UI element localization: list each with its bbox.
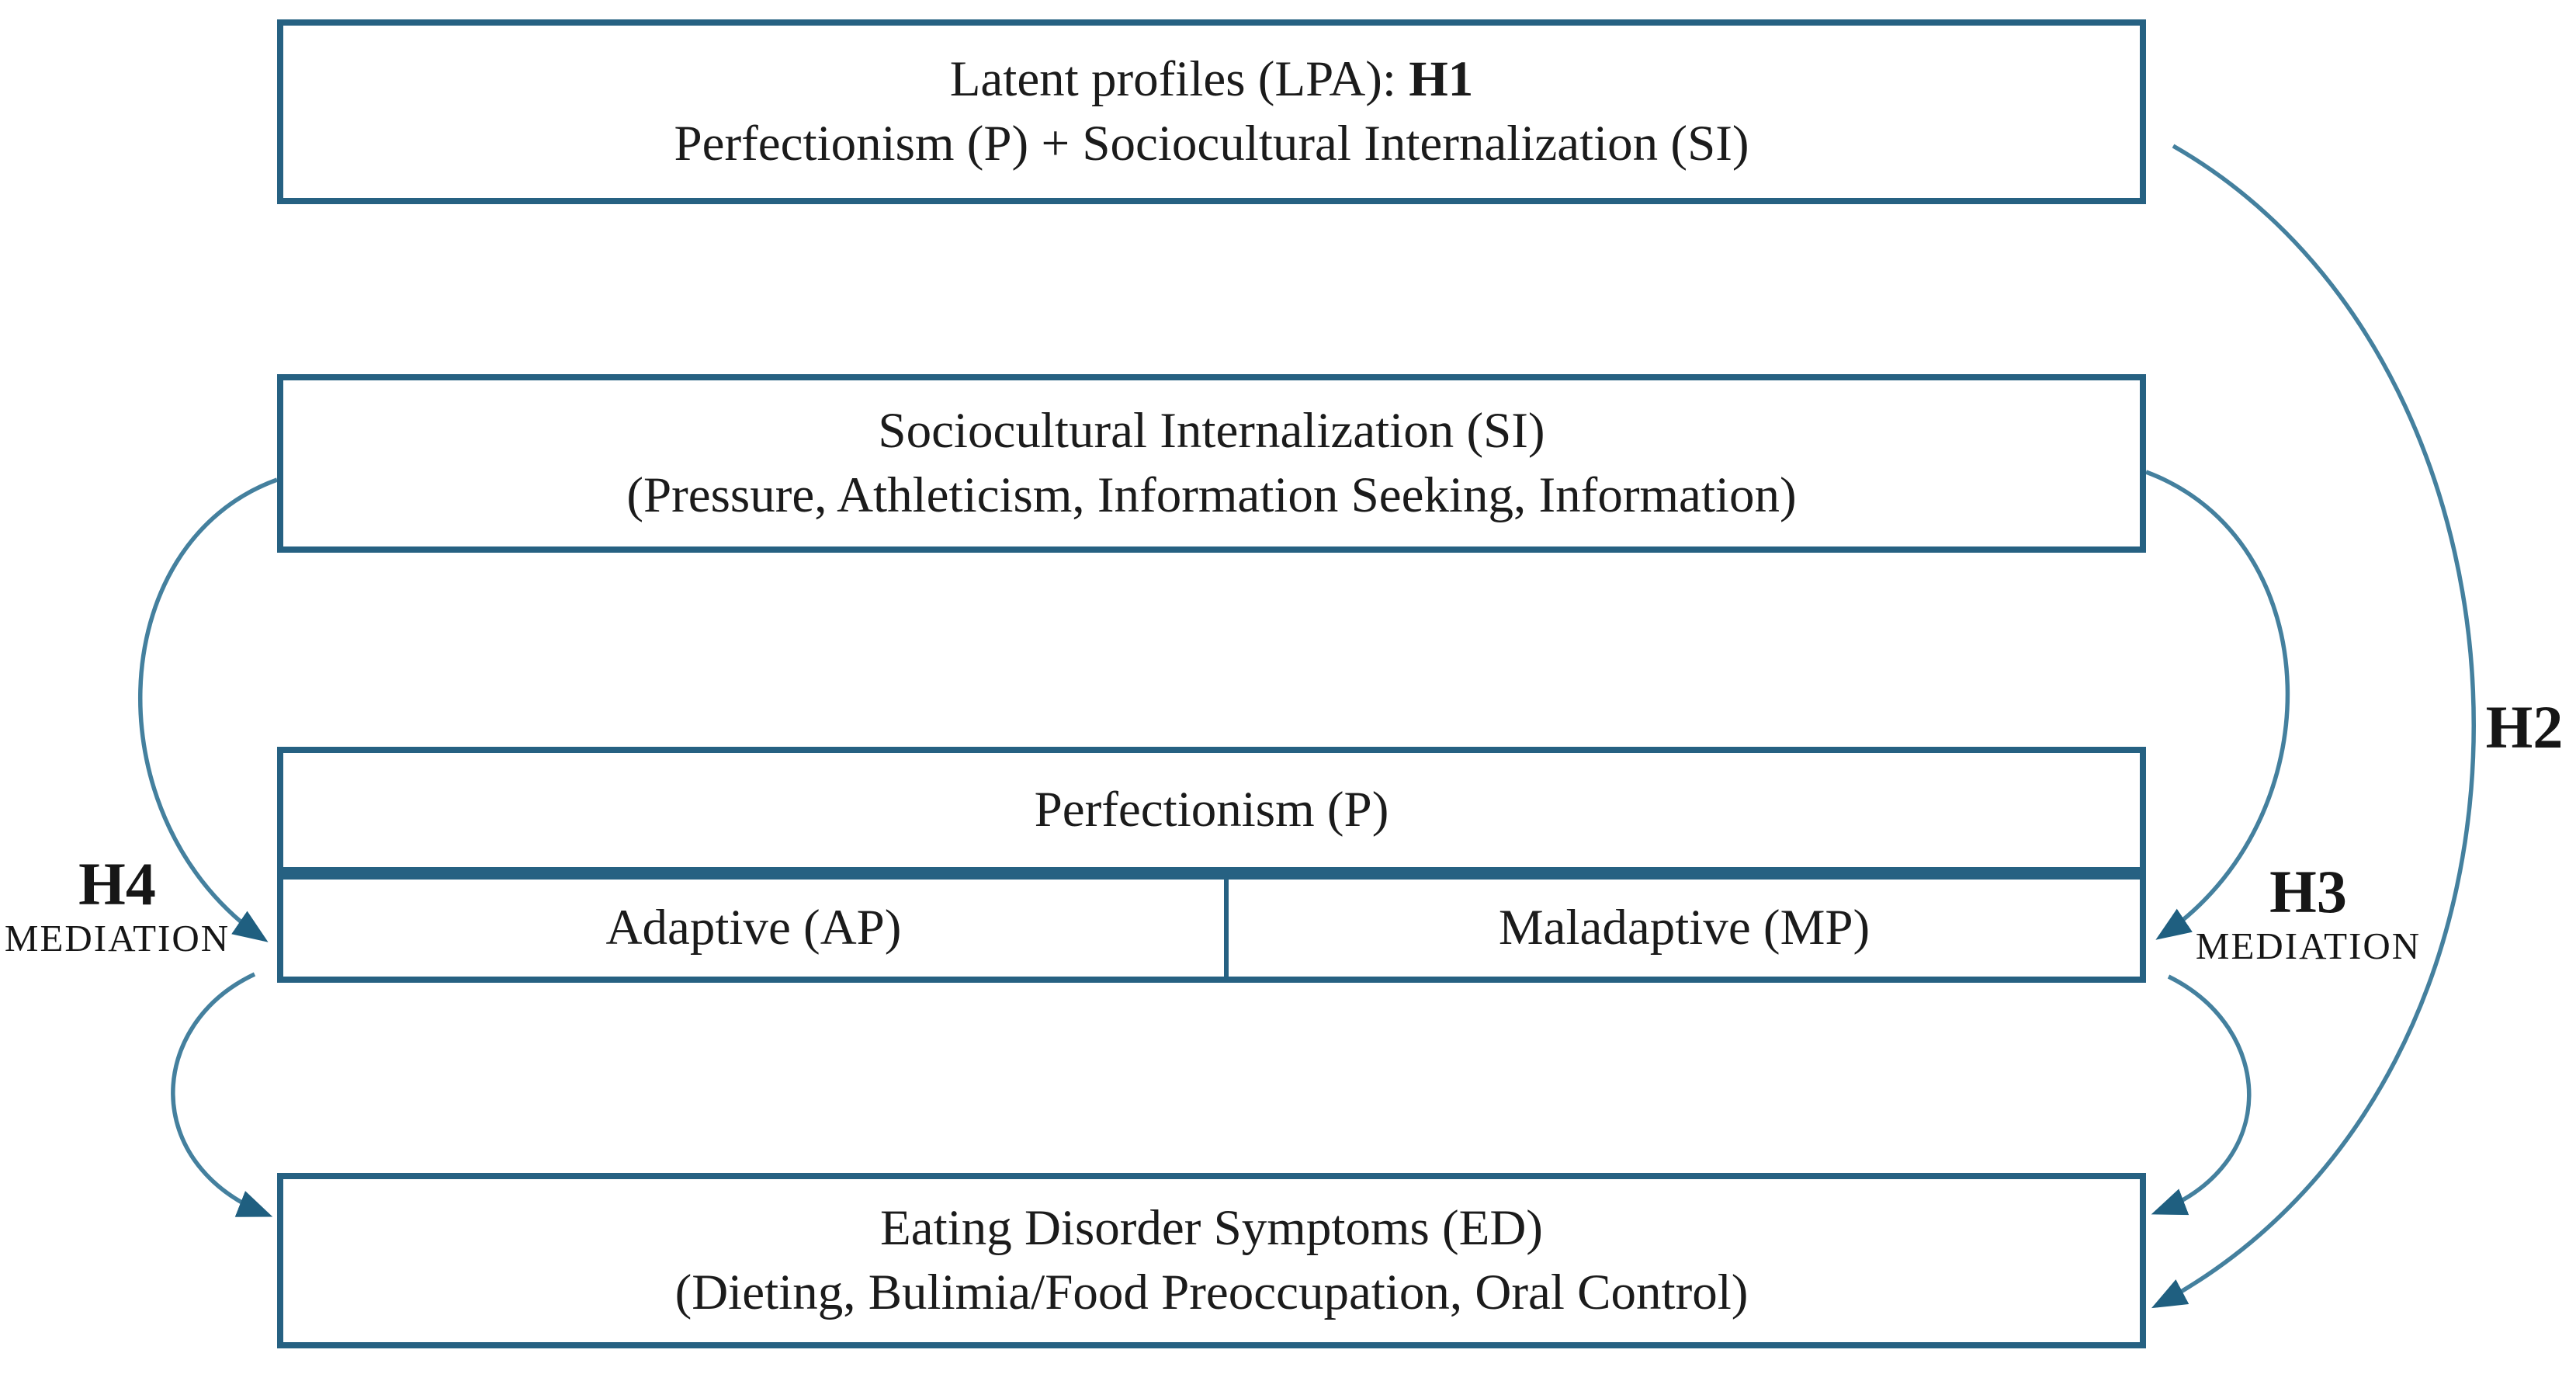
perfectionism-box: Perfectionism (P) Adaptive (AP) Maladapt… bbox=[277, 747, 2146, 983]
h4-hypothesis-text: H4 bbox=[78, 850, 156, 918]
perfectionism-horizontal-divider bbox=[283, 867, 2140, 880]
h1-hypothesis-text: H1 bbox=[1409, 50, 1474, 107]
h4-mediation-text: MEDIATION bbox=[4, 916, 231, 959]
eating-disorder-box: Eating Disorder Symptoms (ED) (Dieting, … bbox=[277, 1173, 2146, 1348]
h2-hypothesis-label: H2 bbox=[2485, 693, 2564, 761]
eating-disorder-line1: Eating Disorder Symptoms (ED) bbox=[880, 1199, 1543, 1256]
h3-lower-mediation-arrow bbox=[2151, 974, 2252, 1216]
latent-profiles-line2: Perfectionism (P) + Sociocultural Intern… bbox=[674, 116, 1749, 172]
adaptive-maladaptive-divider bbox=[1224, 880, 1229, 977]
eating-disorder-line2: (Dieting, Bulimia/Food Preoccupation, Or… bbox=[674, 1265, 1749, 1320]
latent-profiles-line1: Latent profiles (LPA): H1 bbox=[950, 47, 1474, 112]
sociocultural-line2: (Pressure, Athleticism, Information Seek… bbox=[626, 467, 1797, 523]
sociocultural-line1: Sociocultural Internalization (SI) bbox=[878, 402, 1545, 459]
h4-mediation-label: H4 MEDIATION bbox=[0, 852, 238, 962]
latent-profiles-line1-text: Latent profiles (LPA): bbox=[949, 50, 1409, 107]
maladaptive-cell: Maladaptive (MP) bbox=[1498, 899, 1870, 956]
h3-mediation-text: MEDIATION bbox=[2195, 924, 2422, 967]
adaptive-cell: Adaptive (AP) bbox=[605, 899, 902, 956]
h4-lower-mediation-arrow bbox=[171, 972, 273, 1217]
perfectionism-title: Perfectionism (P) bbox=[1034, 781, 1389, 838]
sociocultural-internalization-box: Sociocultural Internalization (SI) (Pres… bbox=[277, 374, 2146, 553]
h3-hypothesis-text: H3 bbox=[2269, 858, 2347, 925]
latent-profiles-box: Latent profiles (LPA): H1 Perfectionism … bbox=[277, 19, 2146, 204]
h2-arrow bbox=[2151, 144, 2476, 1309]
h3-mediation-label: H3 MEDIATION bbox=[2187, 860, 2429, 970]
